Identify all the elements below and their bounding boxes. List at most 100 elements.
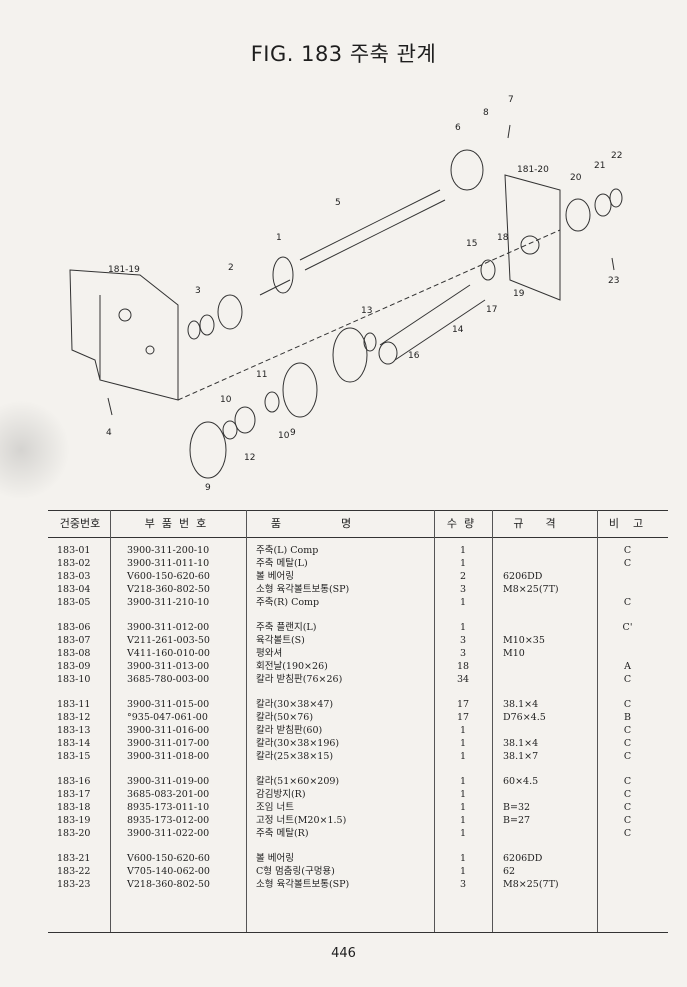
label-13: 13 [361,306,372,316]
cell-no: 183-17 [57,789,91,800]
cell-spec: M10 [503,648,525,659]
cell-name: 칼라(30×38×196) [256,738,340,749]
cell-qty: 1 [459,776,467,787]
cell-no: 183-10 [57,674,91,685]
cell-part-no: 8935-173-012-00 [127,815,210,826]
cell-no: 183-08 [57,648,91,659]
cell-part-no: °935-047-061-00 [127,712,208,723]
cell-part-no: V411-160-010-00 [127,648,210,659]
cell-remark: C [623,699,632,710]
cell-name: 주축 플랜지(L) [256,622,317,633]
label-8: 8 [483,108,489,118]
cell-qty: 1 [459,789,467,800]
cell-no: 183-18 [57,802,91,813]
cell-remark: C [623,725,632,736]
label-21: 21 [594,161,605,171]
label-23: 23 [608,276,619,286]
cell-no: 183-13 [57,725,91,736]
cell-part-no: 3900-311-019-00 [127,776,210,787]
cell-name: 칼라(30×38×47) [256,699,334,710]
flange-6 [450,149,484,191]
cell-no: 183-07 [57,635,91,646]
label-16: 16 [408,351,420,361]
cell-part-no: 3900-311-017-00 [127,738,210,749]
collar-tube-16 [378,284,486,365]
cell-no: 183-12 [57,712,91,723]
cell-qty: 17 [456,712,470,723]
cell-name: 주축 메탈(L) [256,558,308,569]
cell-part-no: 3900-311-013-00 [127,661,210,672]
cell-part-no: 3900-311-200-10 [127,545,210,556]
table-header-rule [48,537,668,538]
cell-no: 183-04 [57,584,91,595]
cell-qty: 1 [459,802,467,813]
cell-name: 볼 베어링 [256,571,294,582]
col-divider [110,510,111,932]
label-12: 12 [244,453,255,463]
cell-no: 183-06 [57,622,91,633]
rotary-blade-front [189,421,227,479]
col-divider [246,510,247,932]
cell-part-no: 3900-311-210-10 [127,597,210,608]
cell-remark: C [623,789,632,800]
cell-remark: C [623,738,632,749]
label-3: 3 [195,286,201,296]
cell-part-no: 3900-311-016-00 [127,725,210,736]
cell-name: 볼 베어링 [256,853,294,864]
label-17: 17 [486,305,497,315]
cell-name: 소형 육각볼트보통(SP) [256,584,350,595]
label-2: 2 [228,263,234,273]
cell-qty: 1 [459,866,467,877]
cell-part-no: 3900-311-011-10 [127,558,210,569]
table-bottom-rule [48,932,668,933]
cell-qty: 17 [456,699,470,710]
cell-qty: 1 [459,725,467,736]
cell-qty: 3 [459,648,467,659]
cell-remark: C [623,597,632,608]
cell-no: 183-20 [57,828,91,839]
cell-remark: C [623,802,632,813]
cell-part-no: V211-261-003-50 [127,635,210,646]
header-qty: 수량 [446,517,482,530]
page-number: 446 [331,946,356,961]
left-frame-plate [69,269,179,401]
cell-part-no: V600-150-620-60 [127,853,210,864]
cell-name: 고정 너트(M20×1.5) [256,815,347,826]
cell-no: 183-02 [57,558,91,569]
cell-part-no: 3900-311-015-00 [127,699,210,710]
col-divider [492,510,493,932]
cell-qty: 1 [459,738,467,749]
cell-no: 183-16 [57,776,91,787]
cell-spec: B=27 [503,815,531,826]
cell-remark: C [623,776,632,787]
cell-no: 183-14 [57,738,91,749]
label-19: 19 [513,289,525,299]
label-11: 11 [256,370,267,380]
cell-name: 칼라 받침판(60) [256,725,323,736]
cell-qty: 2 [459,571,467,582]
cell-qty: 34 [456,674,470,685]
cell-name: 육각볼트(S) [256,635,305,646]
cell-qty: 3 [459,635,467,646]
cell-part-no: 3685-083-201-00 [127,789,210,800]
cell-spec: M8×25(7T) [503,879,559,890]
right-frame-plate [504,174,561,301]
label-181-19: 181-19 [108,265,140,275]
col-divider [434,510,435,932]
cell-qty: 3 [459,879,467,890]
header-part-no: 부품번호 [144,517,214,530]
